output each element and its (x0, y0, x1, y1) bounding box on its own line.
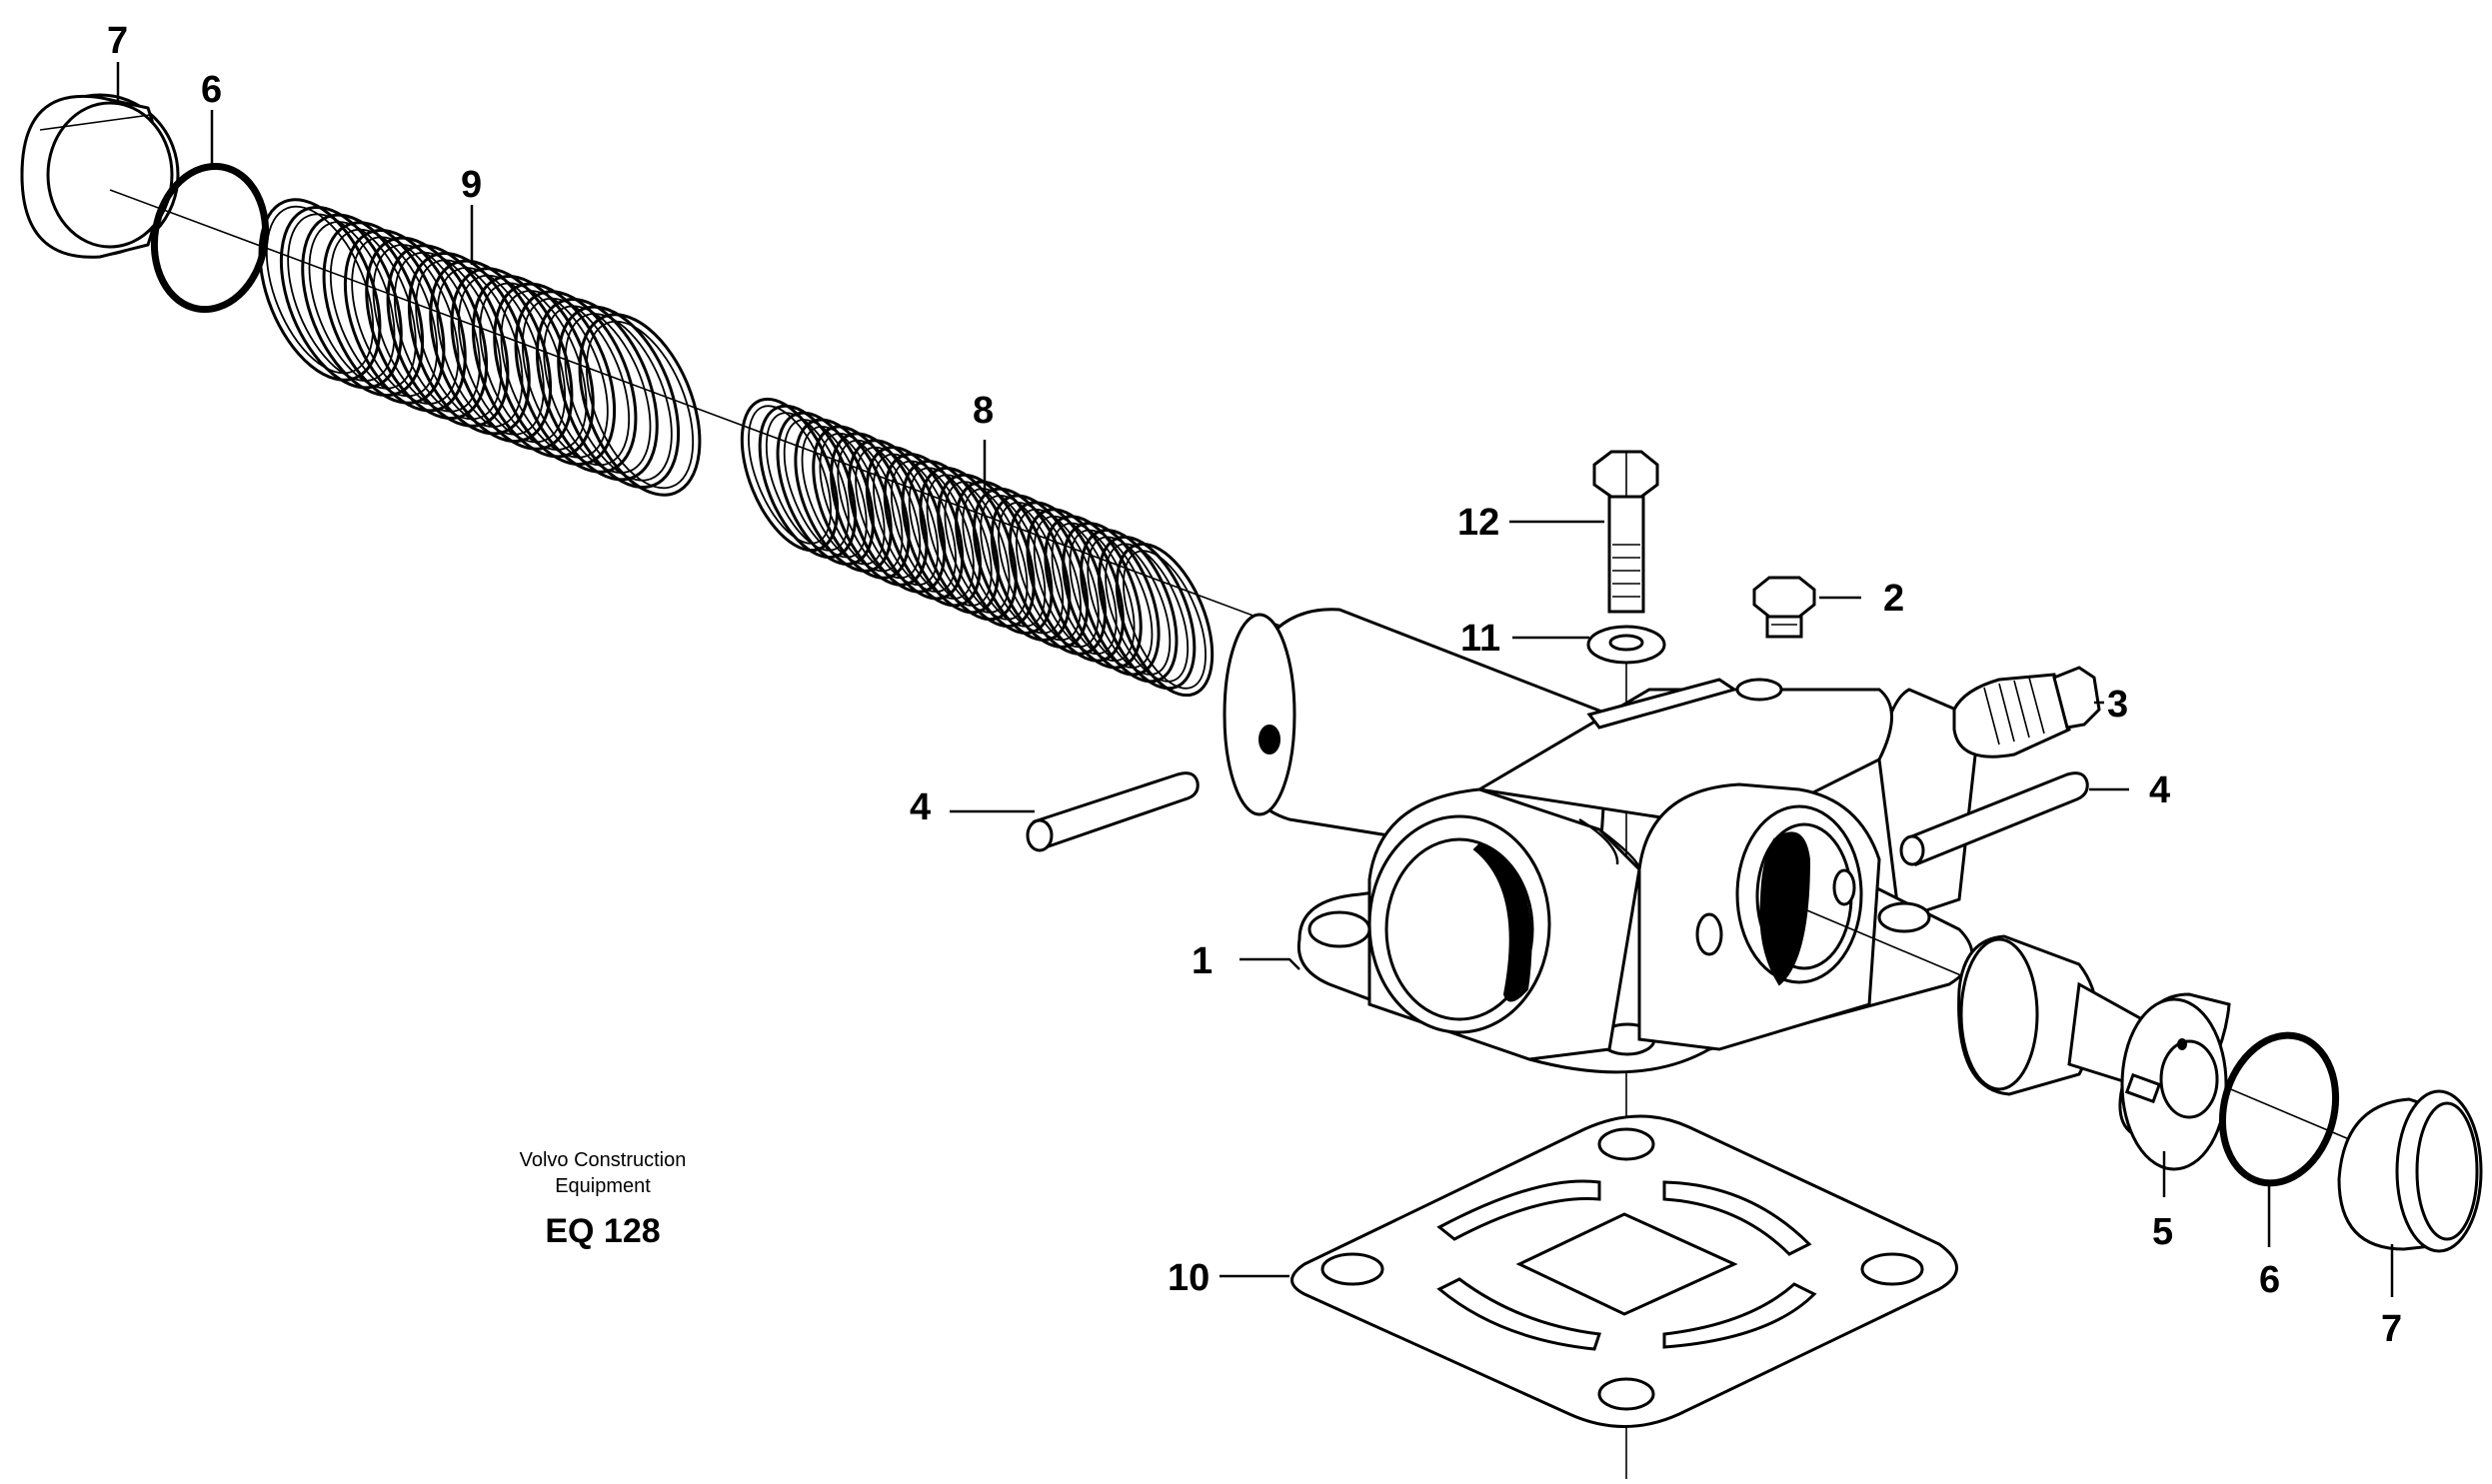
callout-washer: 11 (1460, 618, 1500, 660)
credit-line-1: Volvo Construction (520, 1149, 687, 1171)
callout-gasket: 10 (1168, 1257, 1210, 1299)
callout-spool: 5 (2152, 1211, 2173, 1253)
spring-coil (557, 305, 681, 490)
callout-plug-top: 2 (1883, 578, 1904, 620)
spring-coil (585, 320, 695, 490)
o-ring-right (2218, 1031, 2340, 1187)
callout-o-ring-left: 6 (201, 69, 222, 111)
callout-end-cap-left: 7 (107, 20, 128, 62)
callout-spring-small: 8 (973, 390, 994, 432)
spring-coil (578, 313, 702, 497)
plug-side (1952, 666, 2101, 758)
bolt (1592, 450, 1659, 614)
credit-line-2: Equipment (555, 1175, 651, 1197)
end-cap-left (20, 93, 180, 259)
gasket (1290, 1114, 1958, 1428)
spring-coil (1087, 536, 1172, 676)
spring-coil (514, 290, 638, 474)
washer (1586, 625, 1666, 665)
callout-housing: 1 (1192, 940, 1213, 982)
spring-coil (1115, 542, 1215, 698)
valve-housing (1223, 608, 1981, 1074)
callout-spring-large: 9 (461, 164, 482, 206)
plug-top (1752, 576, 1816, 639)
spring-coil (493, 282, 617, 467)
spring-coil (564, 313, 673, 482)
diagram-code: EQ 128 (545, 1212, 660, 1250)
spring-small (740, 397, 1215, 698)
end-cap-right (2337, 1089, 2483, 1253)
spring-coil (1123, 550, 1207, 690)
callout-pin-left: 4 (910, 786, 931, 828)
pin-left (1026, 771, 1200, 852)
spring-coil (535, 297, 659, 482)
pin-right (1899, 771, 2089, 867)
spool (1957, 934, 2231, 1171)
callout-o-ring-right: 6 (2259, 1259, 2280, 1301)
callout-plug-side: 3 (2107, 684, 2128, 726)
spring-large (258, 198, 702, 497)
leader-lines (116, 62, 2394, 1297)
callout-end-cap-right: 7 (2381, 1308, 2402, 1350)
callout-bolt: 12 (1457, 502, 1499, 544)
spring-coil (1105, 543, 1190, 683)
callout-pin-right: 4 (2149, 769, 2170, 811)
spring-coil (1069, 529, 1154, 669)
